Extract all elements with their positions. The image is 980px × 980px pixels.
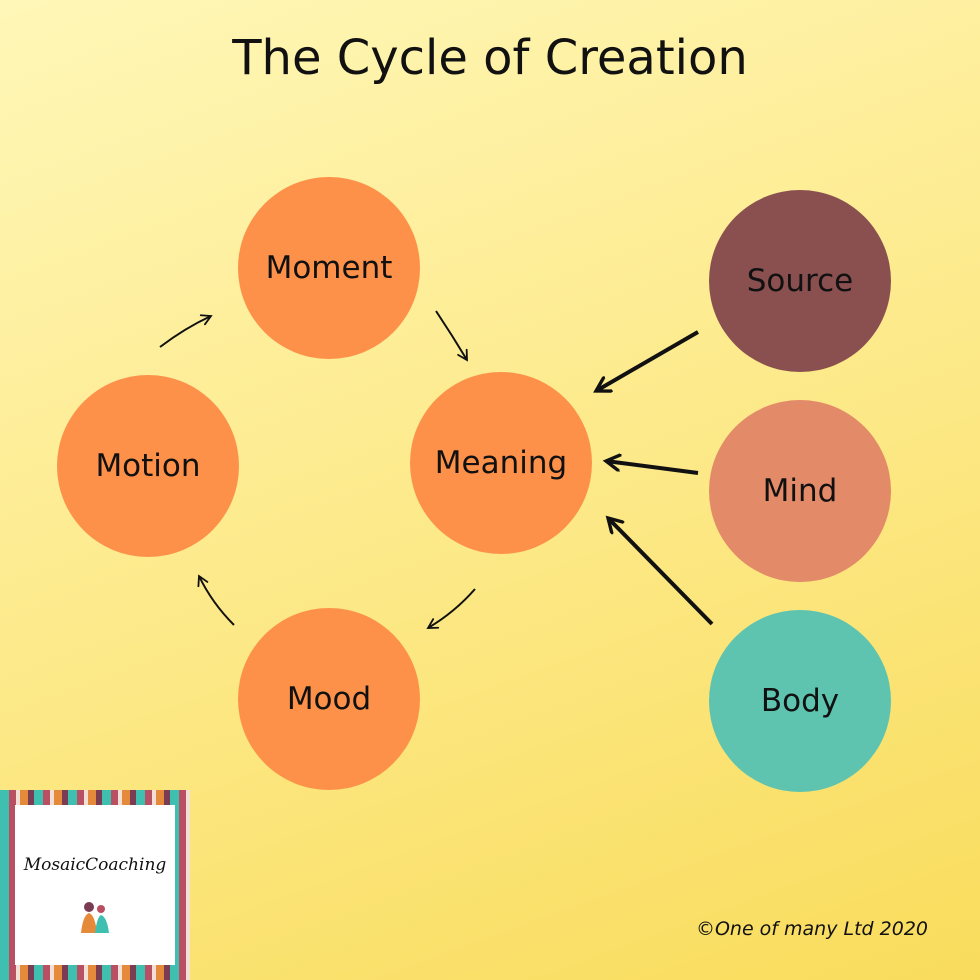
arrow-source-to-meaning <box>596 330 700 391</box>
arrow-mood-to-motion <box>197 574 235 626</box>
node-source: Source <box>709 190 891 372</box>
diagram-title: The Cycle of Creation <box>232 30 748 86</box>
arrow-mind-to-meaning <box>606 461 699 475</box>
logo-figures-icon <box>81 902 109 933</box>
logo-panel: MosaicCoaching <box>15 805 175 965</box>
logo-text: MosaicCoaching <box>23 855 167 875</box>
mosaic-coaching-logo: MosaicCoaching <box>0 790 190 980</box>
node-motion-label: Motion <box>95 448 201 484</box>
node-body-label: Body <box>760 683 840 719</box>
arrow-moment-to-meaning <box>435 310 468 362</box>
arrow-meaning-to-mood <box>426 588 476 629</box>
node-moment-label: Moment <box>265 250 393 286</box>
node-meaning: Meaning <box>410 372 592 554</box>
arrow-body-to-meaning <box>608 518 714 626</box>
node-motion: Motion <box>57 375 239 557</box>
copyright-text: ©One of many Ltd 2020 <box>695 918 928 940</box>
node-moment: Moment <box>238 177 420 359</box>
node-source-label: Source <box>746 263 854 299</box>
node-mood: Mood <box>238 608 420 790</box>
node-mind: Mind <box>709 400 891 582</box>
node-meaning-label: Meaning <box>434 445 568 481</box>
node-mind-label: Mind <box>762 473 838 509</box>
node-body: Body <box>709 610 891 792</box>
node-mood-label: Mood <box>286 681 372 717</box>
arrow-motion-to-moment <box>159 314 213 348</box>
